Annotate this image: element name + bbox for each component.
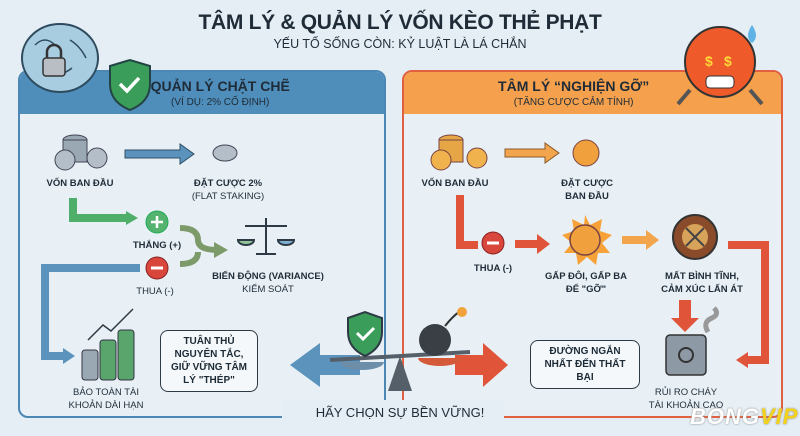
panel-gap <box>282 400 504 422</box>
svg-text:$: $ <box>705 53 713 69</box>
risk-label-2: TÀI KHOẢN CAO <box>648 400 724 411</box>
watermark-logo: BONGVIP <box>690 404 798 430</box>
tilt-label-2: CẢM XÚC LẤN ÁT <box>661 284 743 295</box>
roulette-wheel-icon <box>672 214 718 260</box>
orange-arrow-to-bet <box>504 142 560 164</box>
shield-check-icon <box>347 310 383 358</box>
watermark-part2: VIP <box>760 404 799 429</box>
right-start-label: VỐN BAN ĐẦU <box>421 178 489 189</box>
red-flow-line <box>456 195 478 249</box>
chasing-subheading: (TĂNG CƯỢC CẢM TÍNH) <box>513 97 634 108</box>
green-flow-arrow <box>69 198 128 222</box>
right-lose-label: THUA (-) <box>473 263 513 274</box>
left-choice-arrow <box>290 343 360 387</box>
win-label: THẮNG (+) <box>132 240 182 251</box>
capital-gold-coins-icon <box>430 134 488 171</box>
balance-scale-icon <box>236 218 296 255</box>
lose-label: THUA (-) <box>136 286 174 297</box>
arrow-to-bet <box>124 143 195 165</box>
left-bet-label-1: ĐẶT CƯỢC 2% <box>193 178 263 189</box>
right-bet-label-2: BAN ĐẦU <box>565 191 609 202</box>
variance-label-2: KIỂM SOÁT <box>242 284 294 295</box>
preserve-label-1: BẢO TOÀN TÀI <box>73 387 139 398</box>
strict-heading: QUẢN LÝ CHẶT CHẼ <box>150 78 290 94</box>
variance-label-1: BIẾN ĐỘNG (VARIANCE) <box>212 271 324 282</box>
page-subtitle: YẾU TỐ SỐNG CÒN: KỶ LUẬT LÀ LÁ CHẮN <box>273 37 527 51</box>
broken-safe-icon <box>665 306 720 376</box>
left-bet-label-2: (FLAT STAKING) <box>191 191 265 202</box>
discipline-speech-bubble: TUÂN THỦ NGUYÊN TẮC, GIỮ VỮNG TÂM LÝ "TH… <box>160 330 258 392</box>
brain-lock-icon <box>21 23 99 93</box>
preserve-label-2: KHOẢN DÀI HẠN <box>68 400 144 411</box>
chasing-heading: TÂM LÝ “NGHIỆN GỠ” <box>498 78 650 94</box>
risk-label-1: RỦI RO CHÁY <box>654 387 718 398</box>
center-scale-icon <box>329 350 471 391</box>
angry-gambler-face-icon: $ $ <box>676 25 764 106</box>
merge-arrow <box>179 225 219 267</box>
exploding-coin-icon <box>562 215 612 265</box>
strict-subheading: (VÍ DỤ: 2% CỐ ĐỊNH) <box>171 97 270 108</box>
left-start-label: VỐN BAN ĐẦU <box>46 178 114 189</box>
bomb-icon <box>419 307 467 356</box>
double-label-2: ĐỂ "GỠ" <box>565 284 607 295</box>
watermark-part1: BONG <box>690 404 760 429</box>
right-choice-arrow <box>455 343 508 387</box>
center-slogan: HÃY CHỌN SỰ BỀN VỮNG! <box>315 405 485 420</box>
svg-text:$: $ <box>724 53 732 69</box>
page-title: TÂM LÝ & QUẢN LÝ VỐN KÈO THẺ PHẠT <box>198 11 602 34</box>
double-label-1: GẤP ĐÔI, GẤP BA <box>545 271 627 282</box>
gold-coin-icon <box>572 139 600 167</box>
growing-coin-stacks-icon <box>81 308 135 381</box>
red-pipe-arrow <box>728 241 769 364</box>
single-coin-icon <box>212 144 238 162</box>
capital-coins-icon <box>54 134 108 171</box>
blue-loop-arrow <box>41 264 140 360</box>
red-down-arrow <box>671 300 699 332</box>
shield-check-icon <box>109 58 151 112</box>
tilt-label-1: MẤT BÌNH TĨNH, <box>665 271 739 282</box>
orange-arrow-to-tilt <box>622 230 659 250</box>
red-arrow-to-double <box>515 234 550 254</box>
right-bet-label-1: ĐẶT CƯỢC <box>561 178 613 189</box>
failure-speech-bubble: ĐƯỜNG NGẮN NHẤT ĐẾN THẤT BẠI <box>530 340 640 389</box>
